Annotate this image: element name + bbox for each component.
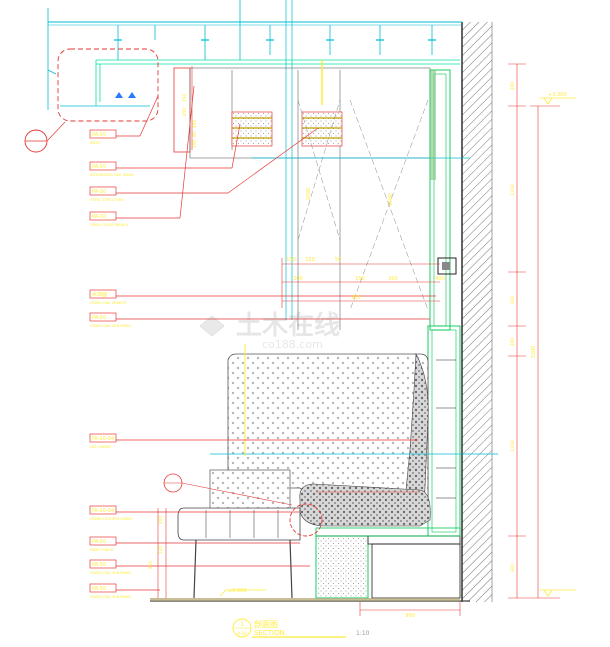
section-number: 1 (240, 621, 244, 628)
floor-line (150, 598, 470, 602)
left-dim-5: 150 (192, 140, 198, 149)
callout-tag (89, 312, 117, 322)
watermark: 土木在线 co188.com (199, 311, 340, 351)
callout-code: PA-10 (92, 164, 106, 170)
callout-code: PA-10 (92, 562, 106, 568)
callout-code: PA-10 (92, 132, 106, 138)
callout-tag (89, 505, 117, 515)
callout-tag (89, 536, 117, 546)
callout-code: PA-10 (92, 214, 106, 220)
callout-desc: FINISH OAK VENEER (90, 301, 127, 305)
callout-tag (89, 211, 117, 221)
booth-seat-base (315, 527, 461, 599)
callout-code: PA-10 (92, 539, 106, 545)
callout-desc: FAB. FABRIC (90, 445, 112, 449)
level-ceiling: +3.300 (548, 92, 567, 98)
callout-tag (89, 433, 117, 443)
section-sheet: A-10 (237, 631, 247, 636)
top-dimension-labels: 150 150 50 200 150 200 800 400 150 450 450 60 150 400… (148, 94, 445, 570)
callout-code: FA-10-04 (92, 436, 114, 442)
right-dim-6: 300 (510, 564, 516, 573)
top-dim-5: 150 (355, 276, 365, 282)
callout-desc: INTEGRATED OAK PANEL (90, 173, 134, 177)
top-dim-8: 400 (435, 276, 445, 282)
title-cn: 剖面图 (254, 619, 278, 629)
seat-dim-1: 400 (158, 516, 164, 525)
top-dimensions (157, 66, 461, 616)
left-dim-4: 60 (192, 131, 198, 137)
top-dim-6: 200 (388, 276, 398, 282)
level-markers (219, 97, 576, 597)
callout-desc: FINISH OAK VEN PANEL (90, 324, 132, 328)
callout-code: PA-10 (92, 586, 106, 592)
top-dim-4: 200 (293, 276, 303, 282)
void-label-1: VOID (306, 187, 312, 200)
top-dim-2: 150 (305, 257, 315, 263)
callout-tag (89, 129, 117, 139)
title-scale: 1:10 (356, 630, 370, 637)
callout-code: 木饰面 (92, 291, 107, 298)
right-dimension-labels: 300 1200 300 300 1200 300 3300 (510, 82, 537, 573)
right-dim-5: 1200 (510, 440, 516, 452)
seat-detail-circle (163, 473, 323, 537)
left-dim-3: 450 (192, 120, 198, 129)
callout-tag (89, 289, 117, 299)
top-dim-3: 50 (335, 257, 341, 263)
callout-desc: PAINT FINISH (90, 548, 114, 552)
title-block: 1 A-10 剖面图 SECTION 1:10 (232, 618, 370, 638)
watermark-sub: co188.com (262, 338, 323, 351)
booth-backrest (210, 344, 498, 527)
seat-dim-3: 950 (148, 561, 154, 570)
callout-code: FA-10-04 (92, 508, 114, 514)
structural-wall (461, 22, 493, 602)
left-dim-2: 450 (182, 108, 188, 117)
left-dim-1: 150 (182, 94, 188, 103)
ceiling-slab (47, 0, 462, 320)
callout-5: 木饰面 FINISH OAK VENEER (89, 289, 127, 305)
right-dim-2: 1200 (510, 184, 516, 196)
watermark-main: 土木在线 (236, 311, 340, 341)
callout-desc: OPEN COVER PANELS (90, 223, 129, 227)
callout-tag (89, 161, 117, 171)
top-dim-1: 150 (286, 257, 296, 263)
leader-lines (116, 85, 436, 591)
right-dimension-ladder (508, 63, 560, 599)
bottom-dimension: 900 (405, 613, 415, 619)
right-dim-3: 300 (510, 296, 516, 305)
detail-callout (24, 48, 159, 153)
lounge-chair (177, 469, 301, 599)
callout-desc: PAINT (90, 141, 101, 145)
wall-cladding (427, 69, 461, 537)
title-en: SECTION (254, 629, 285, 637)
seat-dim-2: 120 (158, 546, 164, 555)
upper-wall-panel (173, 60, 470, 330)
callout-tag (89, 583, 117, 593)
top-dim-7: 800 (351, 295, 361, 301)
callout-desc: STEEL STRUCTURE (90, 198, 125, 202)
callout-code: PA-10 (92, 315, 106, 321)
right-dim-1: 300 (510, 82, 516, 91)
callout-tag (89, 559, 117, 569)
level-floor: ±0.000 (228, 588, 247, 594)
callout-desc: FINISH LEATHER FABRIC (90, 517, 133, 521)
callout-tag (89, 186, 117, 196)
right-dim-total: 3300 (531, 346, 537, 359)
void-label-2: VOID (388, 193, 394, 206)
callout-desc: FINISH OAK VEN PANEL (90, 571, 132, 575)
callout-code: PA-10 (92, 189, 106, 195)
callout-desc: FINISH OAK VEN PANEL (90, 595, 132, 599)
right-dim-4: 300 (510, 338, 516, 347)
